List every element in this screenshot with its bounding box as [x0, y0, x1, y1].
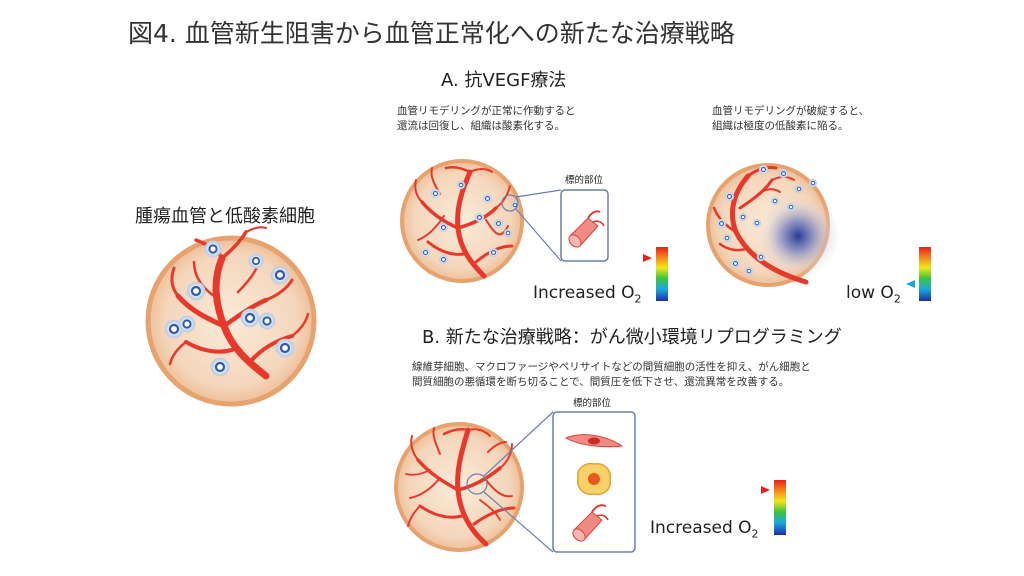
o2-increased-a-text: Increased O — [533, 283, 635, 303]
macrophage-icon — [577, 462, 611, 496]
o2-scale-a-left — [643, 247, 668, 301]
target-zoom-a — [501, 189, 609, 262]
o2-low-a-text: low O — [846, 283, 894, 303]
hypoxic-vessel-circle — [706, 163, 840, 287]
section-a-left-note: 血管リモデリングが正常に作動すると 還流は回復し、組織は酸素化する。 — [397, 104, 576, 134]
figure-title: 図4. 血管新生阻害から血管正常化への新たな治療戦略 — [128, 19, 735, 48]
normalized-vessel-circle — [400, 159, 524, 283]
vessel-segment-icon — [568, 210, 605, 248]
section-a-heading: A. 抗VEGF療法 — [441, 70, 567, 91]
tumor-vessel-circle — [145, 226, 317, 407]
target-zoom-b — [466, 411, 636, 553]
section-b-target-label: 標的部位 — [573, 398, 612, 409]
section-b-note-line1: 線維芽細胞、マクロファージやペリサイトなどの間質細胞の活性を抑え、がん細胞と — [412, 361, 811, 373]
section-a-right-note: 血管リモデリングが破綻すると、 組織は極度の低酸素に陥る。 — [712, 104, 869, 134]
o2-level-marker-high — [643, 254, 652, 262]
o2-increased-a-sub: 2 — [634, 292, 642, 306]
o2-scale-b — [761, 480, 786, 535]
section-a-right-note-line1: 血管リモデリングが破綻すると、 — [712, 105, 870, 117]
o2-scale-a-right — [906, 247, 931, 301]
pericyte-vessel-icon — [572, 504, 609, 542]
section-b-heading: B. 新たな治療戦略：がん微小環境リプログラミング — [422, 327, 842, 348]
o2-increased-a: Increased O2 — [533, 283, 642, 306]
fibroblast-icon — [564, 434, 624, 448]
o2-level-marker-low — [906, 280, 915, 288]
section-b-note: 線維芽細胞、マクロファージやペリサイトなどの間質細胞の活性を抑え、がん細胞と 間… — [412, 360, 811, 390]
o2-low-a-sub: 2 — [893, 292, 901, 306]
section-b-note-line2: 間質細胞の悪循環を断ち切ることで、間質圧を低下させ、還流異常を改善する。 — [412, 376, 790, 388]
o2-level-marker-b — [761, 486, 770, 494]
reprogrammed-vessel-circle — [394, 422, 524, 552]
section-a-target-label: 標的部位 — [565, 175, 604, 186]
o2-increased-b-text: Increased O — [650, 518, 752, 538]
section-a-right-note-line2: 組織は極度の低酸素に陥る。 — [712, 120, 849, 132]
tumor-label: 腫瘍血管と低酸素細胞 — [135, 206, 315, 227]
o2-increased-b: Increased O2 — [650, 518, 759, 541]
section-a-left-note-line2: 還流は回復し、組織は酸素化する。 — [397, 120, 565, 132]
o2-increased-b-sub: 2 — [751, 527, 759, 541]
section-a-left-note-line1: 血管リモデリングが正常に作動すると — [397, 105, 576, 117]
o2-low-a: low O2 — [846, 283, 901, 306]
